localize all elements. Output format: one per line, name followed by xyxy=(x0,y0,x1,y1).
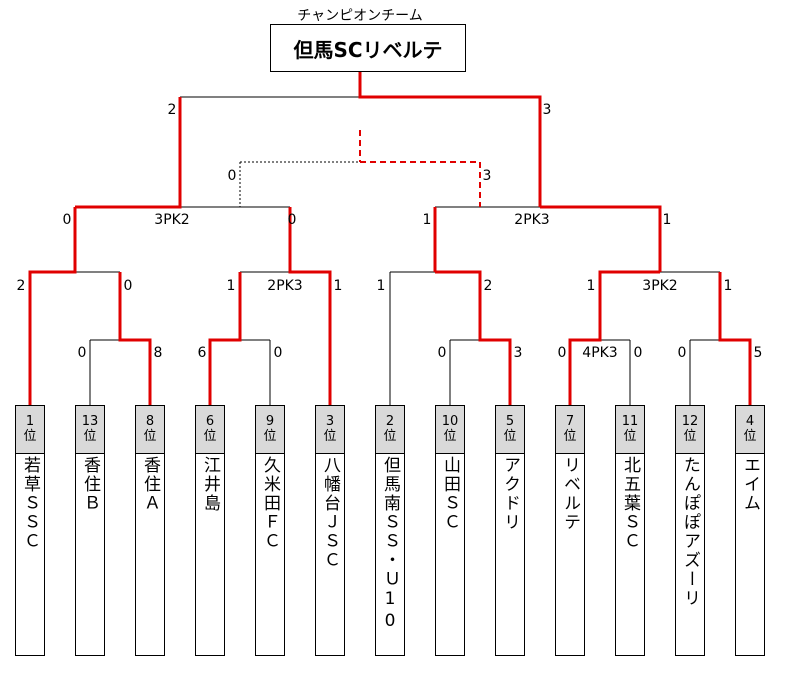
score-label: 0 xyxy=(273,345,283,361)
score-label: 0 xyxy=(123,278,133,294)
score-label: 1 xyxy=(422,212,432,228)
team-name: 但馬南ＳＳ・Ｕ10 xyxy=(380,456,400,633)
score-label: 0 xyxy=(677,345,687,361)
score-label: 0 xyxy=(77,345,87,361)
team-name: 北五葉ＳＣ xyxy=(620,456,640,551)
score-label: 8 xyxy=(153,345,163,361)
title-label: チャンピオンチーム xyxy=(297,8,423,24)
score-label: 0 xyxy=(633,345,643,361)
score-label: 1 xyxy=(723,278,733,294)
team-name: 香住Ｂ xyxy=(80,456,100,513)
score-label: 3 xyxy=(513,345,523,361)
score-label: 0 xyxy=(437,345,447,361)
score-label: 2 xyxy=(16,278,26,294)
champion-box: 但馬SCリベルテ xyxy=(270,24,466,72)
pk-label: 2PK3 xyxy=(514,212,550,228)
team-name: 若草ＳＳＣ xyxy=(20,456,40,551)
pk-label: 3PK2 xyxy=(154,212,190,228)
team-name: 八幡台ＪＳＣ xyxy=(320,456,340,570)
score-label: 2 xyxy=(483,278,493,294)
score-label: 1 xyxy=(376,278,386,294)
team-name: リベルテ xyxy=(560,456,580,532)
score-label: 6 xyxy=(197,345,207,361)
pk-label: 4PK3 xyxy=(582,345,618,361)
team-name: エイム xyxy=(740,456,760,513)
team-name: アクドリ xyxy=(500,456,520,532)
pk-label: 3PK2 xyxy=(642,278,678,294)
pk-label: 2PK3 xyxy=(267,278,303,294)
team-name: たんぽぽアズーリ xyxy=(680,456,700,608)
team-name: 山田ＳＣ xyxy=(440,456,460,532)
team-name: 江井島 xyxy=(200,456,220,513)
score-label: 0 xyxy=(287,212,297,228)
score-label: 2 xyxy=(167,102,177,118)
bracket-black-lines xyxy=(75,72,720,405)
score-label: 3 xyxy=(542,102,552,118)
score-label: 0 xyxy=(62,212,72,228)
score-label: 1 xyxy=(586,278,596,294)
score-label: 0 xyxy=(227,168,237,184)
score-label: 1 xyxy=(662,212,672,228)
team-name: 香住Ａ xyxy=(140,456,160,513)
score-label: 1 xyxy=(226,278,236,294)
score-label: 3 xyxy=(482,168,492,184)
score-label: 0 xyxy=(557,345,567,361)
bracket-winner-lines xyxy=(28,72,752,405)
team-name: 久米田ＦＣ xyxy=(260,456,280,551)
score-label: 1 xyxy=(333,278,343,294)
score-label: 5 xyxy=(753,345,763,361)
